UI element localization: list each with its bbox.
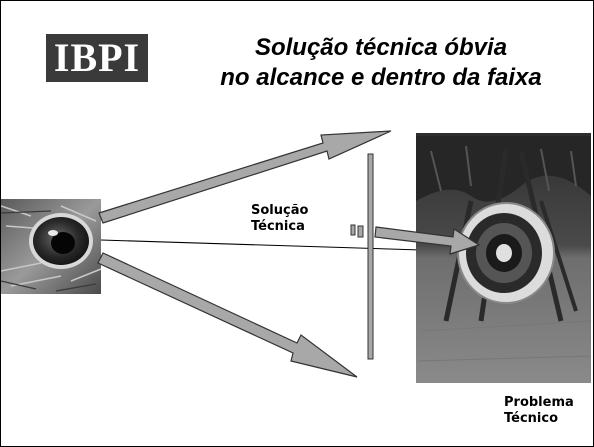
title-line-1: Solução técnica óbvia — [254, 34, 508, 61]
label-line: Técnico — [504, 411, 559, 426]
label-line: Problema — [504, 395, 574, 410]
lower-arrow — [97, 252, 358, 378]
archery-target-image — [416, 133, 592, 383]
vertical-barrier — [367, 153, 374, 360]
eagle-eye-image — [1, 199, 102, 294]
upper-arrow — [98, 130, 392, 224]
problema-tecnico-label: Problema Técnico — [504, 395, 574, 427]
label-line: Técnica — [251, 219, 305, 234]
slide-title: Solução técnica óbvia no alcance e dentr… — [186, 33, 576, 93]
solution-arrow — [374, 226, 481, 255]
arrow-tail-segment — [357, 225, 364, 238]
ibpi-logo: IBPI — [46, 34, 148, 82]
arrow-tail-segment — [350, 224, 356, 236]
label-line: Solução — [251, 203, 309, 218]
logo-text: IBPI — [53, 35, 141, 80]
solucao-tecnica-label: Solução Técnica — [251, 203, 308, 235]
title-line-2: no alcance e dentro da faixa — [220, 64, 542, 91]
